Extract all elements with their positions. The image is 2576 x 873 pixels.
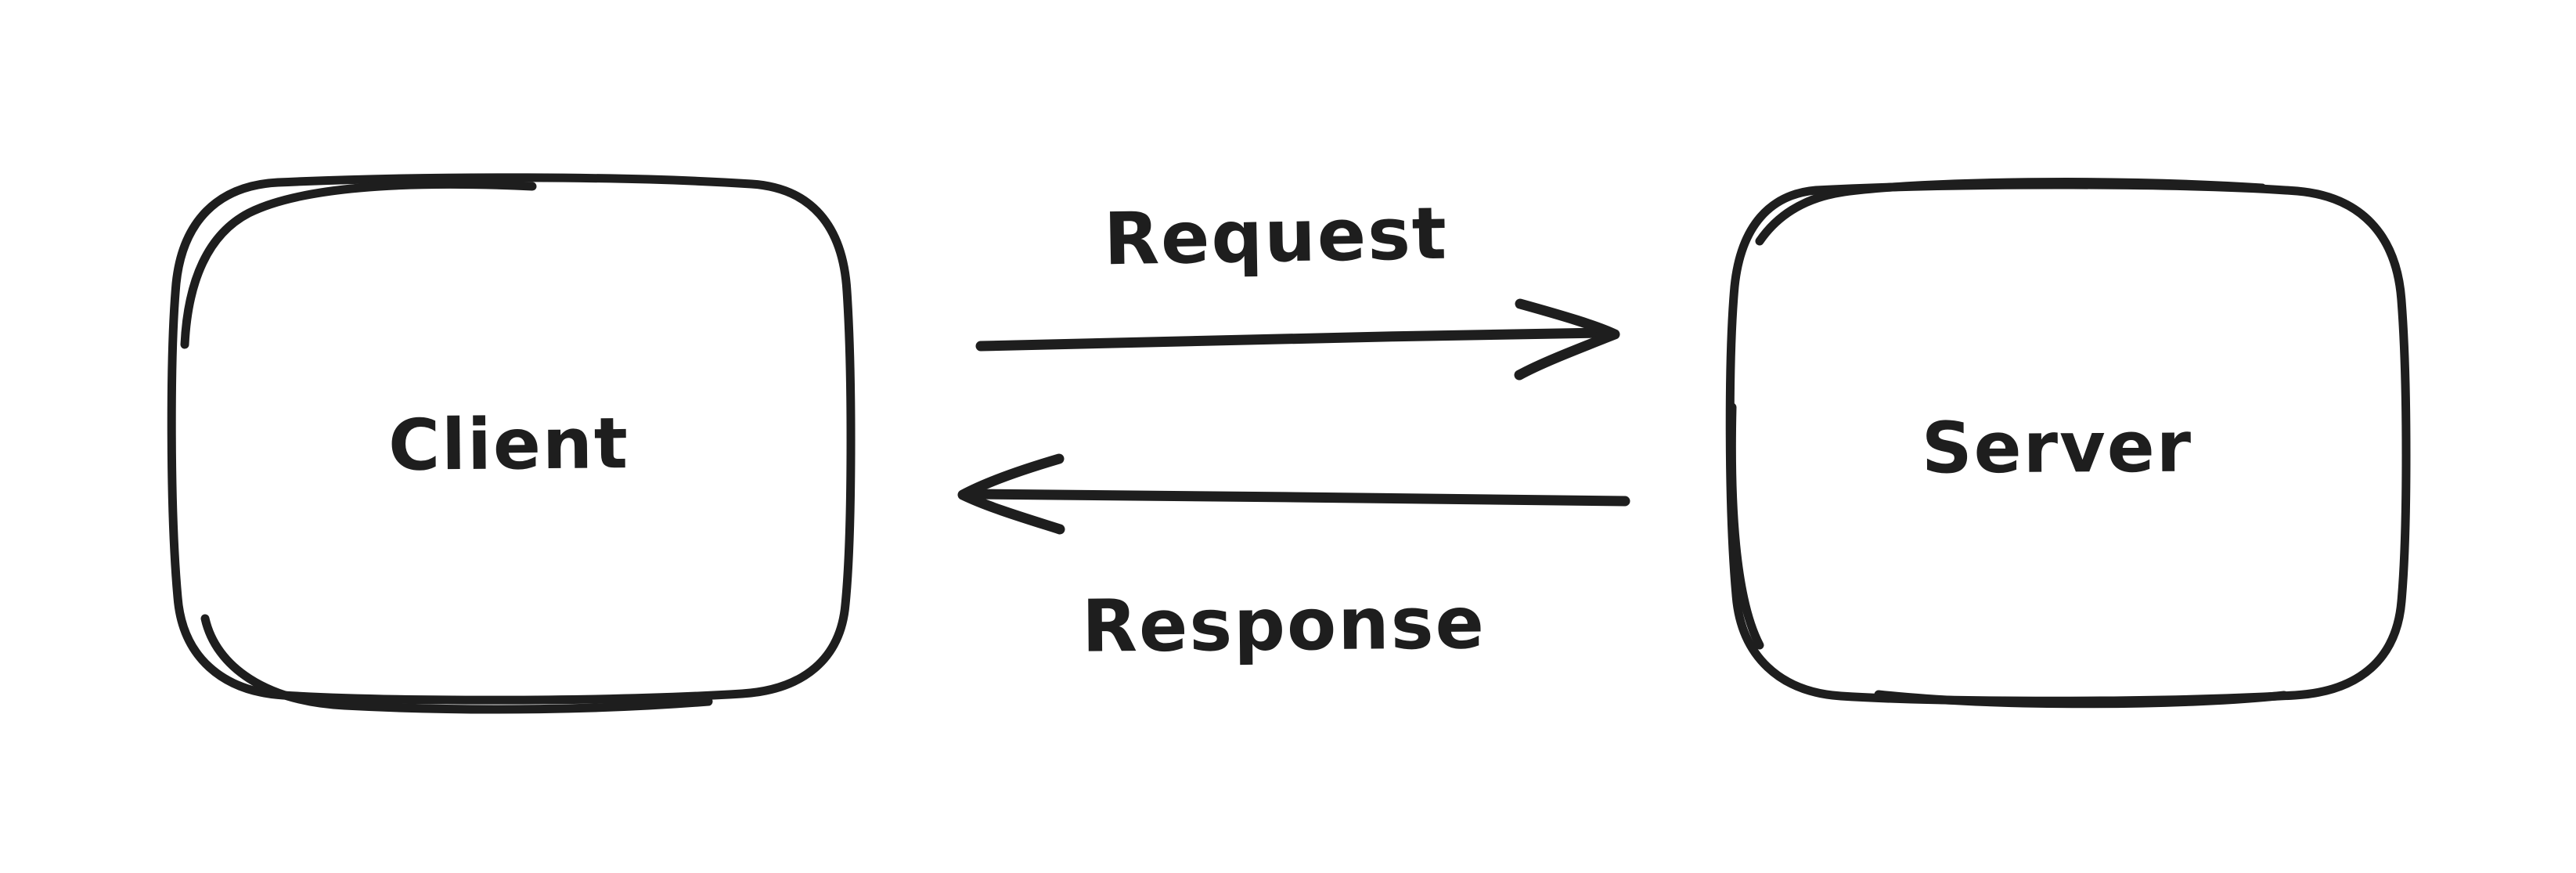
client-node-label: Client (387, 402, 630, 487)
client-node-box (167, 173, 856, 714)
response-arrowhead-icon (957, 453, 1065, 535)
response-arrow-shaft (970, 489, 1630, 507)
server-box-overdraw-top (1755, 178, 2267, 246)
request-arrow-shaft (975, 327, 1606, 352)
request-edge-label: Request (1103, 191, 1449, 282)
server-node-box (1725, 178, 2411, 709)
response-arrow (957, 453, 1630, 535)
server-node-label: Server (1921, 406, 2193, 490)
server-box-overdraw-bottom (1874, 690, 2289, 709)
server-box-overdraw-left (1727, 402, 1764, 650)
response-edge-label: Response (1081, 581, 1486, 669)
client-box-overdraw-bottom (200, 614, 713, 714)
client-box-overdraw-topleft (180, 179, 537, 349)
request-arrowhead-icon (1514, 298, 1620, 381)
client-box-outline (167, 173, 856, 705)
request-arrow (975, 298, 1620, 381)
